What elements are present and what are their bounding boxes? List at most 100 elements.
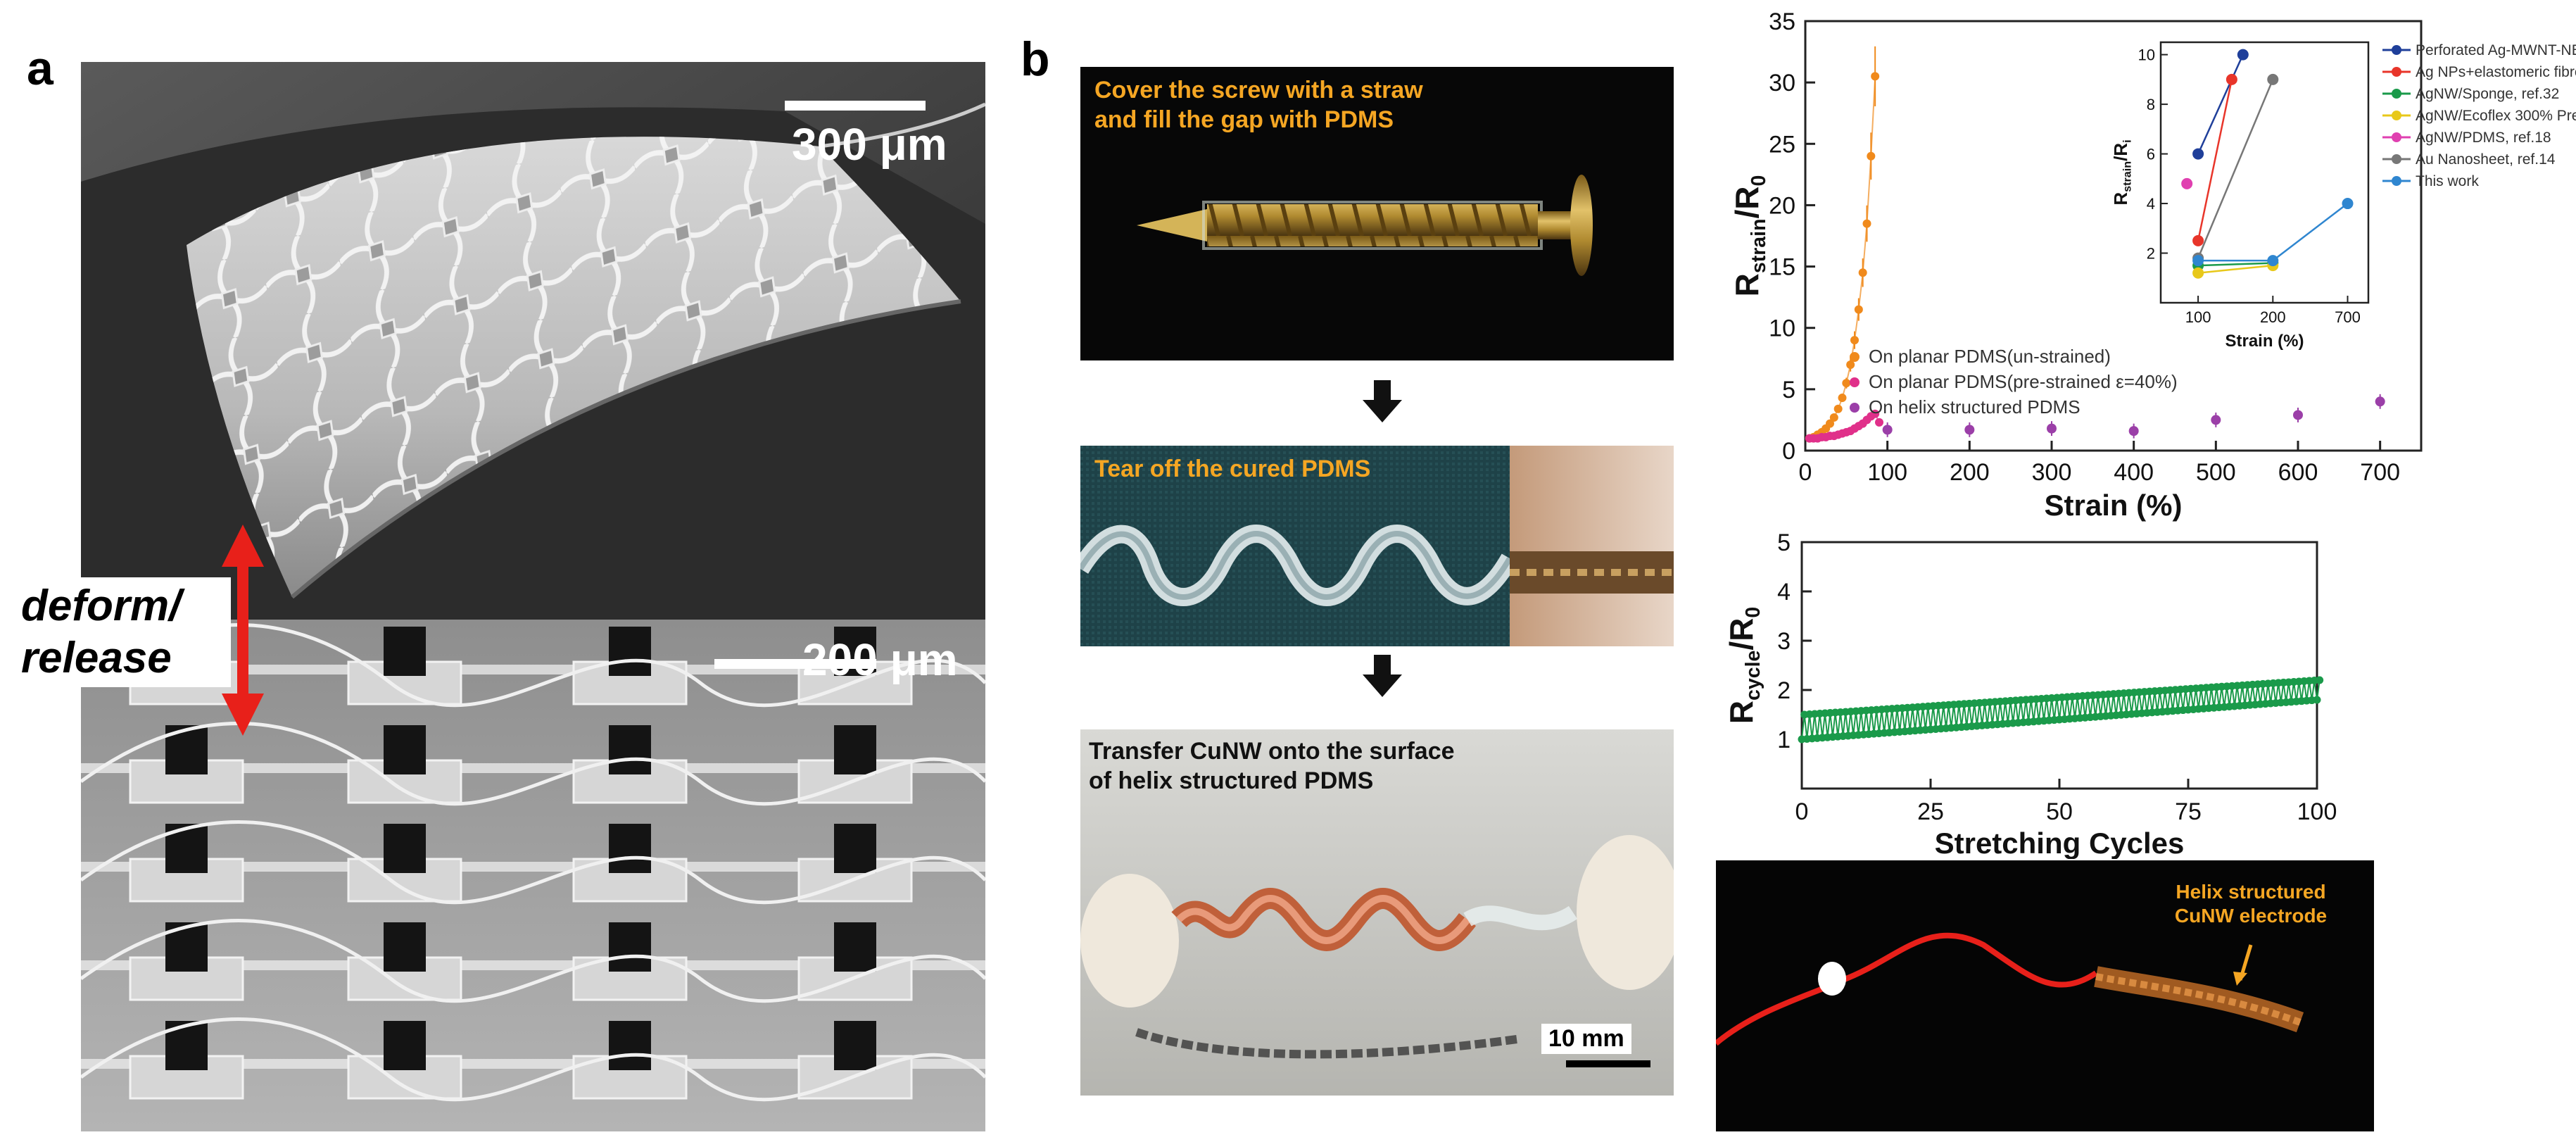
inset-series-line — [2197, 79, 2274, 259]
data-point — [2047, 423, 2057, 434]
legend-label: On helix structured PDMS — [1869, 396, 2081, 418]
y-tick-label: 20 — [1769, 192, 1795, 219]
sem-pillar — [609, 725, 651, 774]
sem-ridge — [81, 763, 985, 773]
data-point — [1882, 425, 1893, 435]
x-tick-label: 400 — [2114, 459, 2154, 486]
sem-ridge — [81, 960, 985, 970]
spring-drawing — [1080, 446, 1674, 646]
inset-series-line — [2197, 54, 2244, 155]
inset-data-point — [2192, 234, 2204, 246]
scalebar-300um — [785, 101, 926, 111]
sem-pillar — [609, 824, 651, 873]
sem-pillar — [609, 627, 651, 676]
deform-text: deform/ — [21, 582, 182, 630]
legend-label: On planar PDMS(un-strained) — [1869, 346, 2111, 367]
cycle-data-point — [2316, 676, 2324, 684]
data-point — [1871, 72, 1880, 81]
inset-legend-marker — [2392, 89, 2401, 99]
inset-y-tick-label: 6 — [2147, 146, 2155, 163]
inset-data-point — [2267, 73, 2279, 85]
legend-marker — [1850, 403, 1860, 413]
helix-label-line2: CuNW electrode — [2174, 905, 2328, 927]
data-point — [1842, 379, 1851, 388]
led-wire-drawing — [1716, 932, 2304, 1046]
scalebar-label-top: 300 μm — [792, 119, 947, 170]
data-point — [1826, 419, 1834, 428]
cycle-series-line — [1801, 679, 2321, 740]
cycle-x-tick-label: 25 — [1917, 798, 1944, 825]
inset-xlabel: Strain (%) — [2225, 332, 2304, 351]
y-tick-label: 0 — [1782, 438, 1795, 465]
step1-photo: Cover the screw with a straw and fill th… — [1080, 67, 1674, 360]
x-tick-label: 600 — [2278, 459, 2318, 486]
sem-pillar — [384, 627, 426, 676]
sem-pad — [347, 1055, 462, 1100]
x-tick-label: 500 — [2196, 459, 2236, 486]
sem-serpentine — [81, 623, 985, 708]
inset-data-point — [2225, 73, 2237, 85]
inset-ylabel: Rstrain/Ri — [2110, 139, 2134, 205]
sem-serpentine — [81, 919, 985, 1003]
sem-ridge — [81, 1059, 985, 1069]
sem-serpentine — [81, 820, 985, 905]
data-point — [1838, 394, 1847, 403]
legend-label: On planar PDMS(pre-strained ε=40%) — [1869, 371, 2178, 392]
inset-legend-label: Ag NPs+elastomeric fibres, ref.15 — [2416, 64, 2576, 80]
y-tick-label: 25 — [1769, 131, 1795, 158]
inset-x-tick-label: 200 — [2260, 308, 2286, 326]
cycle-x-tick-label: 75 — [2175, 798, 2202, 825]
step1-caption-line2: and fill the gap with PDMS — [1094, 106, 1394, 133]
data-point — [2211, 415, 2221, 425]
inset-legend-label: This work — [2416, 173, 2479, 189]
inset-legend-marker — [2392, 154, 2401, 164]
step-arrow-1-icon — [1363, 380, 1402, 422]
legend-marker — [1850, 377, 1860, 387]
inset-legend-label: Perforated Ag-MWNT-NBR film , ref. 30 — [2416, 42, 2576, 58]
panel-letter-a: a — [27, 42, 53, 95]
sem-image-top: 300 μm — [81, 62, 985, 622]
legend-marker — [1850, 352, 1860, 362]
sem-pillar — [384, 824, 426, 873]
sem-pillar — [609, 1021, 651, 1070]
step3-caption-line2: of helix structured PDMS — [1089, 767, 1374, 794]
inset-legend-label: AgNW/Sponge, ref.32 — [2416, 86, 2559, 102]
inset-legend-label: AgNW/Ecoflex 300% Prestrained, ref.17 — [2416, 108, 2576, 124]
sem-serpentine — [81, 722, 985, 806]
data-point — [1964, 425, 1975, 435]
sem-pillar — [834, 725, 876, 774]
step-arrow-2-icon — [1363, 655, 1402, 697]
helix-electrode-label: Helix structured CuNW electrode — [2145, 880, 2356, 928]
sem-pillar — [834, 824, 876, 873]
data-point — [2375, 396, 2385, 407]
inset-legend-label: AgNW/PDMS, ref.18 — [2416, 130, 2551, 146]
data-point — [1858, 268, 1867, 277]
sem-pad — [129, 759, 244, 804]
cycle-y-tick-label: 1 — [1777, 727, 1791, 753]
x-tick-label: 700 — [2360, 459, 2400, 486]
cycle-y-tick-label: 5 — [1777, 529, 1791, 556]
scalebar-label-bottom: 200 μm — [802, 634, 958, 685]
x-tick-label: 200 — [1950, 459, 1990, 486]
cycle-x-tick-label: 50 — [2046, 798, 2073, 825]
sem-serpentine — [81, 1017, 985, 1102]
inset-y-tick-label: 8 — [2147, 96, 2155, 113]
data-point — [1875, 418, 1883, 427]
cycle-x-tick-label: 100 — [2297, 798, 2337, 825]
y-tick-label: 5 — [1782, 377, 1795, 403]
sem-pillar — [609, 922, 651, 972]
step3-caption-box: Transfer CuNW onto the surface of helix … — [1089, 736, 1455, 796]
sem-pillar — [834, 1021, 876, 1070]
inset-data-point — [2181, 177, 2193, 189]
scalebar-200um — [714, 659, 876, 669]
helix-label-line1: Helix structured — [2176, 881, 2326, 903]
main-plot-frame — [1804, 20, 2423, 452]
release-text: release — [21, 634, 172, 682]
sem-ridge — [81, 862, 985, 872]
deform-arrow-icon — [222, 525, 264, 736]
cunw-helix-drawing — [1080, 729, 1674, 1096]
inset-x-tick-label: 100 — [2185, 308, 2211, 326]
inset-series-line — [2198, 262, 2273, 267]
